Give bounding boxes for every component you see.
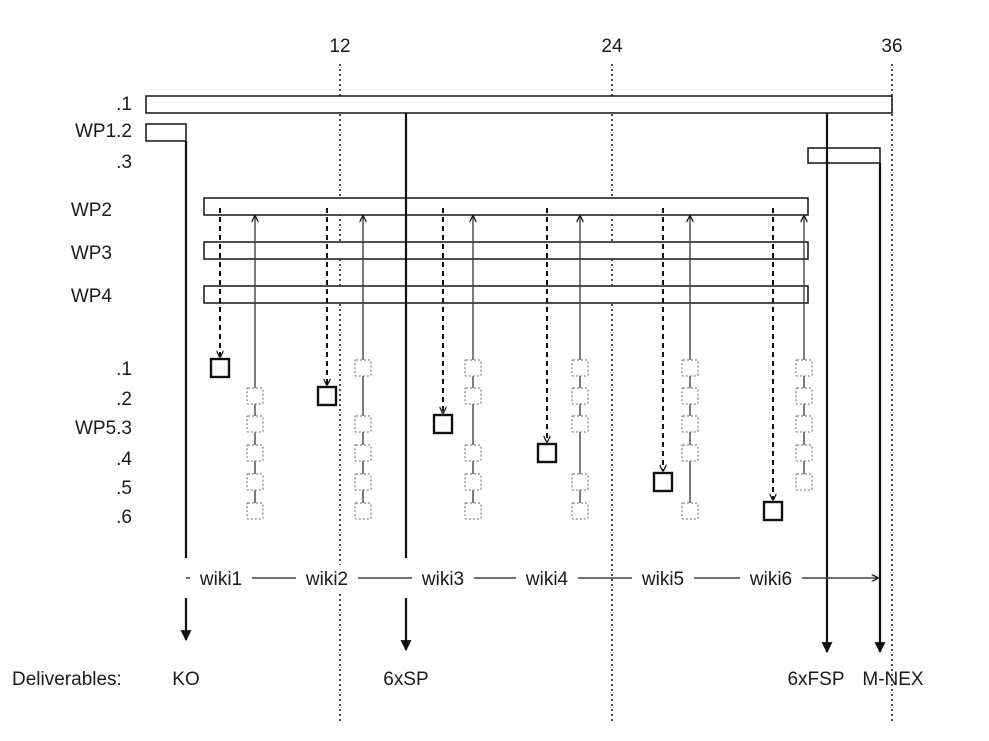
- wiki1-bg: [190, 565, 252, 591]
- bar-wp4: [203, 285, 809, 304]
- wp5-task-box-6-5: [795, 473, 813, 491]
- bar-wp2: [203, 197, 809, 216]
- deliverable-ko: KO: [172, 669, 199, 690]
- wp5-task-box-5-4: [681, 444, 699, 462]
- bar-wp1-1: [145, 95, 893, 114]
- wp5-task-box-4-3: [571, 415, 589, 433]
- wiki5-label: wiki5: [641, 569, 684, 590]
- wp5-task-box-6-3: [795, 415, 813, 433]
- deliverable-6xfsp: 6xFSP: [787, 669, 844, 690]
- label-wp5-4: .4: [116, 449, 132, 470]
- month-label-36: 36: [881, 36, 902, 57]
- wp5-output-box-3: [432, 413, 454, 435]
- wiki6-bg: [740, 565, 802, 591]
- wp5-task-box-5-1: [681, 359, 699, 377]
- label-wp1-3: .3: [116, 152, 132, 173]
- wiki2-bg: [296, 565, 358, 591]
- wiki2-label: wiki2: [305, 569, 348, 590]
- wp5-task-box-1-5: [246, 473, 264, 491]
- wp5-output-box-4: [536, 442, 558, 464]
- wp5-task-box-4-2: [571, 387, 589, 405]
- bar-wp1-2: [145, 123, 187, 142]
- label-wp4: WP4: [71, 286, 113, 307]
- wp5-output-box-2: [316, 385, 338, 407]
- deliverable-6xsp: 6xSP: [383, 669, 428, 690]
- wp5-task-box-4-6: [571, 502, 589, 520]
- wp5-task-box-6-4: [795, 444, 813, 462]
- label-wp5-5: .5: [116, 478, 132, 499]
- wp5-task-box-1-4: [246, 444, 264, 462]
- wp5-task-box-1-3: [246, 415, 264, 433]
- wiki1-label: wiki1: [199, 569, 242, 590]
- month-label-24: 24: [601, 36, 623, 57]
- wiki5-bg: [632, 565, 694, 591]
- wp5-task-box-2-4: [354, 444, 372, 462]
- bar-wp1-3: [807, 147, 881, 164]
- wp5-task-box-5-2: [681, 387, 699, 405]
- label-wp2: WP2: [71, 200, 112, 221]
- wiki3-label: wiki3: [421, 569, 464, 590]
- wp5-task-box-3-5: [464, 473, 482, 491]
- wp5-task-box-3-4: [464, 444, 482, 462]
- label-wp5-3: WP5.3: [75, 418, 132, 439]
- label-wp5-6: .6: [116, 507, 132, 528]
- wp5-task-box-2-6: [354, 502, 372, 520]
- wp5-output-box-6: [762, 500, 784, 522]
- wp5-task-box-6-1: [795, 359, 813, 377]
- wp5-task-box-5-6: [681, 502, 699, 520]
- wp5-task-box-4-1: [571, 359, 589, 377]
- wp5-task-box-3-1: [464, 359, 482, 377]
- deliverables-label: Deliverables:: [12, 669, 122, 690]
- wiki3-bg: [412, 565, 474, 591]
- wp5-task-box-2-1: [354, 359, 372, 377]
- wp5-output-box-1: [209, 357, 231, 379]
- bar-wp3: [203, 241, 809, 260]
- wiki4-bg: [516, 565, 578, 591]
- label-wp1-2: WP1.2: [75, 121, 132, 142]
- wp5-task-box-3-6: [464, 502, 482, 520]
- wp5-task-box-6-2: [795, 387, 813, 405]
- wp5-task-box-4-5: [571, 473, 589, 491]
- cycles-group: [209, 208, 813, 522]
- wp5-task-box-3-2: [464, 387, 482, 405]
- wp5-task-box-1-2: [246, 387, 264, 405]
- wp5-task-box-1-6: [246, 502, 264, 520]
- wp5-task-box-2-3: [354, 415, 372, 433]
- wp5-task-box-2-5: [354, 473, 372, 491]
- month-label-12: 12: [329, 36, 350, 57]
- wp5-output-box-5: [652, 471, 674, 493]
- wiki6-label: wiki6: [749, 569, 792, 590]
- label-wp5-1: .1: [116, 359, 132, 380]
- label-wp3: WP3: [71, 243, 112, 264]
- label-wp5-2: .2: [116, 389, 132, 410]
- wiki4-label: wiki4: [525, 569, 569, 590]
- wp5-task-box-5-3: [681, 415, 699, 433]
- deliverable-m-nex: M-NEX: [862, 669, 924, 690]
- label-wp1-1: .1: [116, 94, 132, 115]
